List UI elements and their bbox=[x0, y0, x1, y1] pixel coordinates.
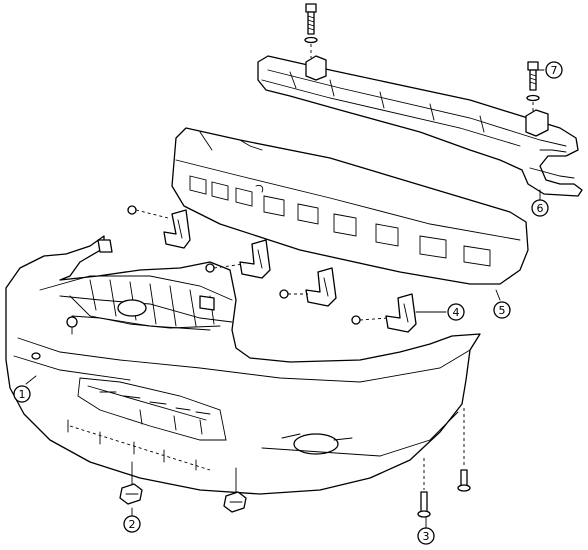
bumper-fascia bbox=[5, 235, 481, 497]
nut-icon bbox=[279, 289, 308, 299]
callout-label: 4 bbox=[453, 306, 460, 319]
callout-label: 2 bbox=[129, 518, 136, 531]
nut-icon bbox=[127, 205, 169, 219]
bumper-reinforcement-beam bbox=[257, 55, 583, 197]
callout-7: 7 bbox=[545, 61, 563, 79]
beam-mount-bracket-left bbox=[305, 55, 327, 81]
callout-label: 5 bbox=[499, 304, 506, 317]
mounting-bracket bbox=[163, 209, 191, 249]
mounting-bracket bbox=[385, 293, 417, 333]
clip-icon bbox=[119, 483, 143, 505]
energy-absorber bbox=[171, 127, 529, 285]
nut-icon bbox=[205, 263, 245, 273]
callout-6: 6 bbox=[531, 199, 549, 217]
leader-line-5 bbox=[495, 289, 501, 301]
callout-5: 5 bbox=[493, 301, 511, 319]
mounting-bracket bbox=[239, 239, 271, 279]
push-pin-icon bbox=[457, 408, 471, 492]
leader-line-1 bbox=[25, 375, 37, 385]
clip-icon bbox=[223, 491, 247, 513]
callout-label: 6 bbox=[537, 202, 544, 215]
nut-icon bbox=[66, 316, 78, 335]
callout-3: 3 bbox=[417, 527, 435, 545]
callout-2: 2 bbox=[123, 515, 141, 533]
screw-icon bbox=[417, 458, 431, 518]
callout-1: 1 bbox=[13, 385, 31, 403]
mounting-bracket bbox=[305, 267, 337, 307]
bolt-icon bbox=[526, 61, 540, 112]
callout-label: 7 bbox=[551, 64, 558, 77]
callout-label: 3 bbox=[423, 530, 430, 543]
beam-mount-bracket-right bbox=[525, 109, 549, 137]
bolt-icon bbox=[304, 3, 318, 58]
callout-label: 1 bbox=[19, 388, 26, 401]
callout-4: 4 bbox=[447, 303, 465, 321]
nut-icon bbox=[351, 315, 389, 325]
